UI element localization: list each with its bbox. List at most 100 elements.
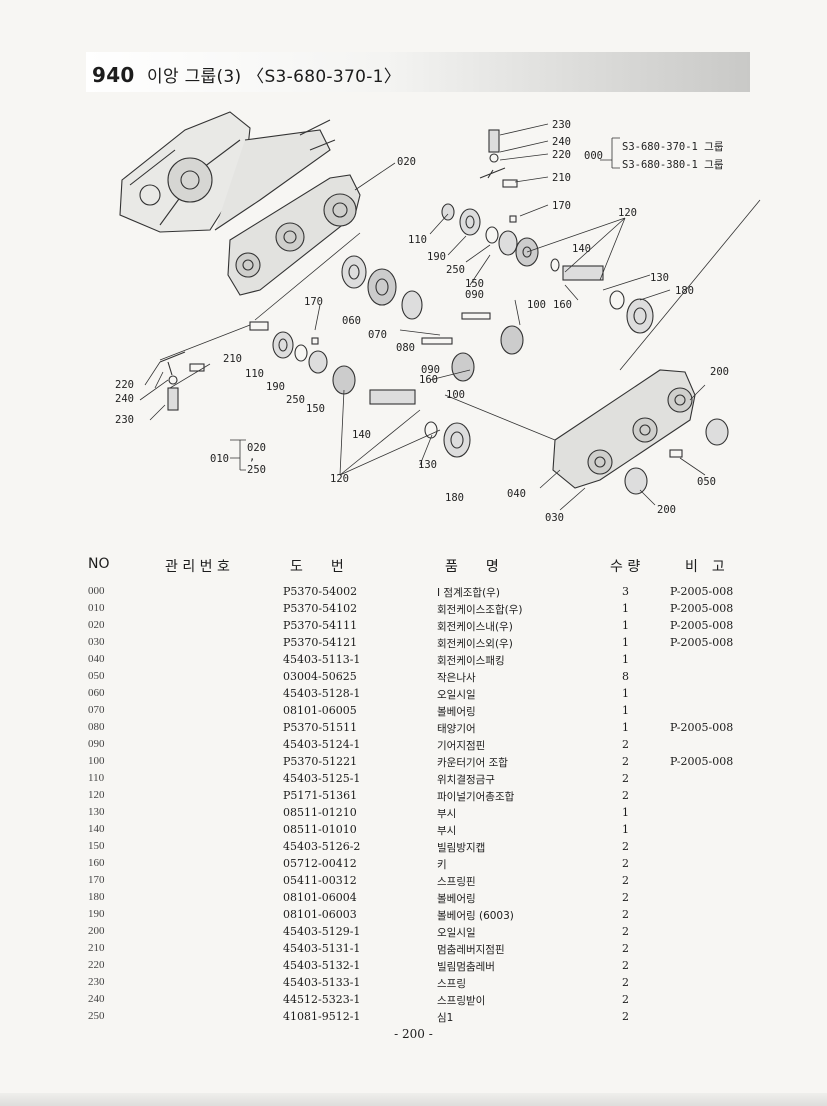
row-part-name: 부시 (437, 808, 457, 820)
row-part-name: 오일시일 (437, 689, 476, 701)
row-drawing-number: 45403-5128-1 (283, 687, 361, 700)
row-part-name: 키 (437, 859, 447, 871)
group-item-2: S3-680-380-1 그룹 (622, 159, 724, 171)
page-title: 940 이앙 그룹(3) 〈S3-680-370-1〉 (92, 62, 401, 87)
header-drawing-number: 도 번 (290, 559, 344, 575)
callout-030: 030 (545, 512, 564, 524)
callout-130-lower: 130 (418, 459, 437, 471)
callout-110-lower: 110 (245, 368, 264, 380)
header-band (86, 52, 750, 92)
row-quantity: 2 (622, 942, 629, 955)
row-drawing-number: 44512-5323-1 (283, 993, 361, 1006)
row-quantity: 1 (622, 653, 629, 666)
row-part-name: 부시 (437, 825, 457, 837)
row-drawing-number: 45403-5132-1 (283, 959, 361, 972)
scan-edge (0, 1093, 827, 1106)
row-number: 040 (88, 653, 105, 665)
callout-210-lower: 210 (223, 353, 242, 365)
row-number: 070 (88, 704, 105, 716)
callout-250: 250 (446, 264, 465, 276)
row-drawing-number: P5370-51221 (283, 755, 358, 768)
callout-230: 230 (552, 119, 571, 131)
row-number: 030 (88, 636, 105, 648)
callout-060: 060 (342, 315, 361, 327)
exploded-parts-diagram: 230 240 220 210 020 170 120 110 190 250 … (115, 111, 761, 524)
row-part-name: 볼베어링 (437, 706, 476, 718)
inner-rotary-case (227, 174, 361, 296)
row-part-name: 위치결정금구 (437, 774, 495, 786)
section-number: 940 (92, 63, 135, 87)
row-part-name: 회전케이스패킹 (437, 655, 505, 667)
callout-200: 200 (710, 366, 729, 378)
row-part-name: 태양기어 (437, 723, 476, 735)
row-part-name: 카운터기어 조합 (437, 757, 508, 769)
row-number: 080 (88, 721, 105, 733)
row-number: 100 (88, 755, 105, 767)
row-number: 250 (88, 1010, 105, 1022)
row-drawing-number: 05712-00412 (283, 857, 357, 870)
row-drawing-number: 45403-5126-2 (283, 840, 361, 853)
callout-140: 140 (572, 243, 591, 255)
header-mgmt-number: 관 리 번 호 (165, 559, 230, 575)
row-drawing-number: P5370-54121 (283, 636, 358, 649)
row-part-name: 회전케이스조합(우) (437, 604, 523, 616)
outer-rotary-case (552, 369, 696, 489)
leader-lines (139, 123, 761, 511)
row-part-name: 작은나사 (437, 672, 476, 684)
row-number: 000 (88, 585, 105, 597)
row-quantity: 2 (622, 993, 629, 1006)
callout-090-lower: 090 (421, 364, 440, 376)
row-drawing-number: 45403-5129-1 (283, 925, 361, 938)
upper-parts (341, 203, 654, 382)
row-quantity: 3 (622, 585, 629, 598)
callout-080: 080 (396, 342, 415, 354)
callout-120: 120 (618, 207, 637, 219)
row-remark: P-2005-008 (670, 619, 734, 632)
row-drawing-number: P5370-54002 (283, 585, 358, 598)
row-number: 120 (88, 789, 105, 801)
row-part-name: 멈춤레버지점핀 (437, 944, 505, 956)
row-number: 020 (88, 619, 105, 631)
callout-250-lower: 250 (286, 394, 305, 406)
callout-120-lower: 120 (330, 473, 349, 485)
callout-230-lower: 230 (115, 414, 134, 426)
row-drawing-number: 45403-5124-1 (283, 738, 361, 751)
row-number: 050 (88, 670, 105, 682)
row-remark: P-2005-008 (670, 721, 734, 734)
row-drawing-number: 03004-50625 (283, 670, 357, 683)
callout-170: 170 (552, 200, 571, 212)
row-drawing-number: 41081-9512-1 (283, 1010, 361, 1023)
row-part-name: 회전케이스외(우) (437, 638, 513, 650)
callout-240-lower: 240 (115, 393, 134, 405)
callout-220: 220 (552, 149, 571, 161)
row-quantity: 2 (622, 908, 629, 921)
row-part-name: 파이널기어총조합 (437, 791, 515, 803)
row-quantity: 1 (622, 721, 629, 734)
subassembly-to: 250 (247, 464, 266, 476)
callout-100: 100 (527, 299, 546, 311)
row-part-name: 스프링 (437, 978, 466, 990)
transmission-housing (119, 111, 336, 233)
callout-200-lower: 200 (657, 504, 676, 516)
row-number: 180 (88, 891, 105, 903)
row-quantity: 2 (622, 1010, 629, 1023)
row-part-name: 볼베어링 (437, 893, 476, 905)
row-number: 140 (88, 823, 105, 835)
row-number: 160 (88, 857, 105, 869)
callout-180: 180 (675, 285, 694, 297)
group-item-1: S3-680-370-1 그룹 (622, 141, 724, 153)
row-number: 190 (88, 908, 105, 920)
subassembly-code: 010 (210, 453, 229, 465)
row-quantity: 1 (622, 619, 629, 632)
